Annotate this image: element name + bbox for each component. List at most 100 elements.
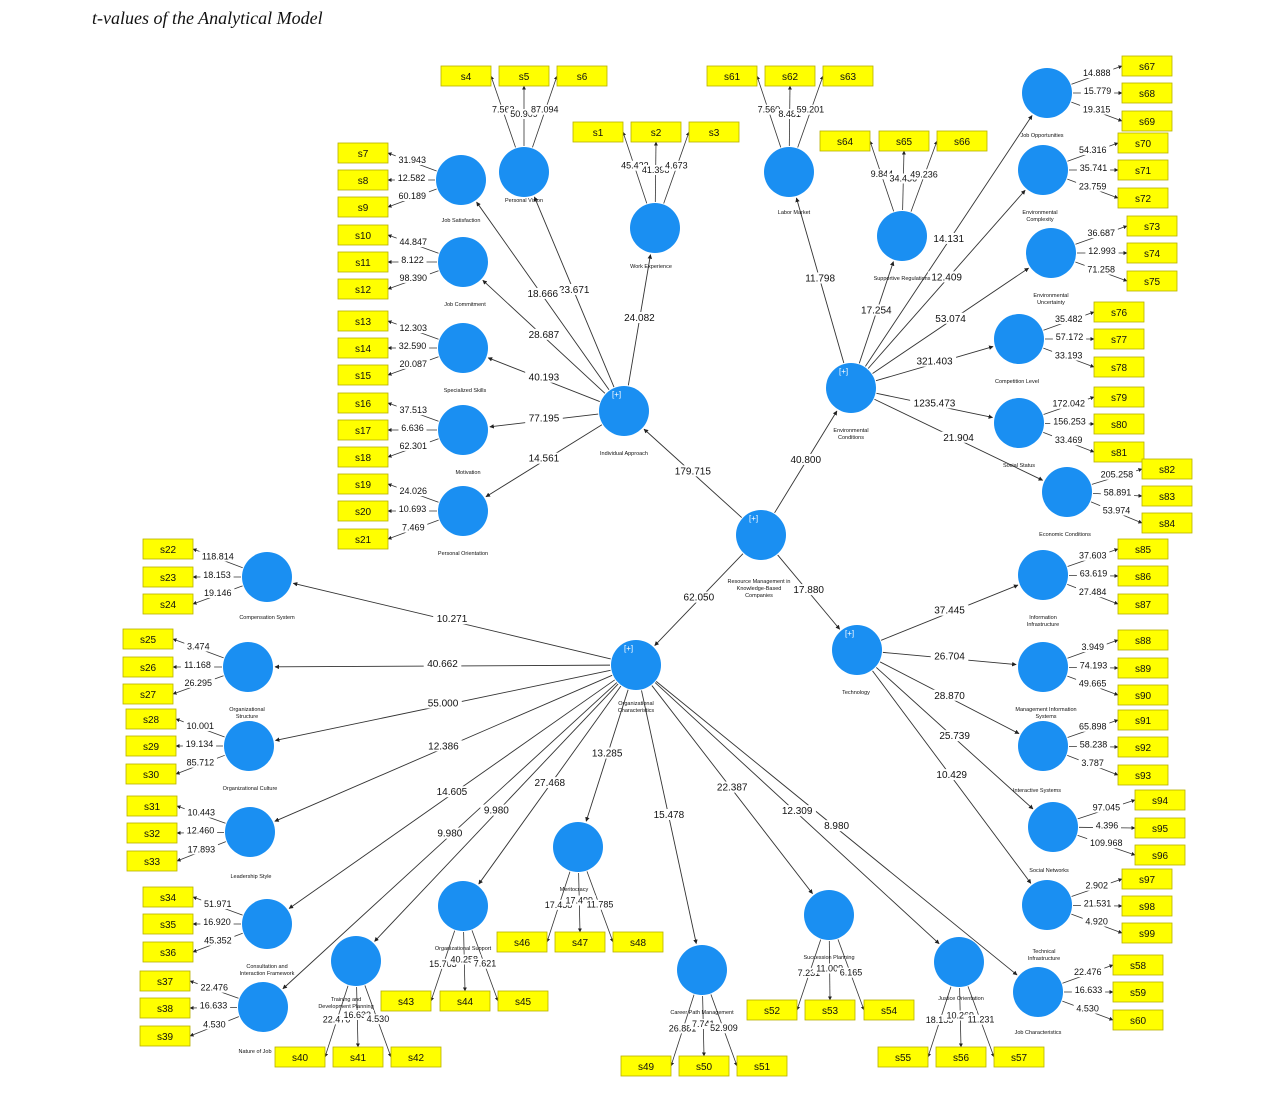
loading-value-s17: 6.636 (401, 423, 424, 433)
loading-value-s58: 22.476 (1074, 967, 1102, 977)
indicator-box-s76 (1093, 301, 1145, 323)
loading-value-s83: 58.891 (1104, 488, 1132, 498)
indicator-label-s69: s69 (1139, 117, 1156, 128)
indicator-label-s28: s28 (143, 715, 160, 726)
indicator-box-s26 (122, 656, 174, 678)
construct-label-competition-level: Competition Level (995, 379, 1039, 385)
path-t-value: 17.880 (793, 585, 824, 596)
construct-label-job-opportunities: Job Opportunities (1020, 133, 1063, 139)
indicator-box-s83 (1141, 485, 1193, 507)
loading-label-bg (507, 109, 541, 119)
construct-node-labor-market (764, 147, 814, 197)
path-label-bg (523, 287, 562, 299)
loading-value-s22: 118.814 (202, 551, 234, 561)
path-t-value: 28.870 (934, 691, 965, 702)
construct-node-career-path (677, 945, 727, 995)
loading-label-bg (886, 173, 920, 184)
path-label-bg (588, 747, 626, 759)
construct-node-compensation-system (242, 552, 292, 602)
indicator-box-s25 (122, 628, 174, 650)
indicator-label-s25: s25 (140, 635, 157, 646)
loading-label-bg (396, 486, 430, 497)
loading-value-s14: 32.590 (399, 341, 427, 351)
figure-title: t-values of the Analytical Model (92, 8, 323, 28)
indicator-box-s91 (1117, 709, 1169, 731)
loading-label-bg (396, 272, 430, 283)
indicator-label-s23: s23 (160, 573, 177, 584)
construct-node-work-experience (630, 203, 680, 253)
loading-label-bg (562, 895, 596, 906)
loading-value-s70: 54.316 (1079, 145, 1107, 155)
indicator-box-s23 (142, 566, 194, 588)
loading-value-s62: 8.481 (778, 109, 801, 119)
indicator-label-s10: s10 (355, 231, 372, 242)
loading-value-s66: 49.236 (910, 169, 938, 179)
loading-label-bg (541, 899, 576, 910)
indicator-box-s38 (139, 997, 191, 1019)
indicator-label-s40: s40 (292, 1053, 309, 1064)
indicator-box-s80 (1093, 413, 1145, 435)
path-label-bg (525, 452, 563, 464)
indicator-label-s1: s1 (593, 128, 604, 139)
loading-label-bg (200, 917, 234, 927)
loading-label-bg (1076, 660, 1111, 671)
indicator-box-s20 (337, 500, 389, 522)
construct-label-environmental-complexity: Complexity (1026, 217, 1053, 223)
path-t-value: 8.980 (824, 821, 849, 832)
loading-value-s33: 17.893 (188, 844, 216, 854)
loading-value-s81: 33.469 (1055, 435, 1083, 445)
construct-node-succession (804, 890, 854, 940)
indicator-label-s36: s36 (160, 948, 177, 959)
indicator-label-s6: s6 (577, 72, 588, 83)
indicator-box-s14 (337, 337, 389, 359)
indicator-box-s97 (1121, 868, 1173, 890)
loading-value-s24: 19.146 (204, 588, 232, 598)
loading-value-s77: 57.172 (1056, 332, 1084, 342)
path-label-bg (786, 453, 825, 465)
construct-label-consultation: Consultation and (246, 964, 287, 970)
loading-value-s75: 71.258 (1087, 264, 1115, 274)
indicator-box-s21 (337, 528, 389, 550)
path-t-value: 14.605 (437, 787, 468, 798)
indicator-label-s16: s16 (355, 399, 372, 410)
loading-value-s50: 7.741 (692, 1019, 715, 1029)
loading-label-bg (1076, 181, 1110, 192)
path-label-bg (930, 650, 969, 662)
indicator-box-s44 (439, 990, 491, 1012)
indicator-box-s81 (1093, 441, 1145, 463)
loading-label-bg (1080, 86, 1115, 96)
indicator-label-s15: s15 (355, 371, 372, 382)
construct-label-economic-conditions: Economic Conditions (1039, 532, 1091, 538)
loading-value-s15: 20.087 (400, 359, 428, 369)
construct-node-environmental-complexity (1018, 145, 1068, 195)
loading-label-bg (689, 1018, 718, 1029)
loading-label-bg (201, 899, 235, 910)
indicator-label-s14: s14 (355, 344, 372, 355)
path-t-value: 12.386 (428, 741, 459, 752)
indicator-label-s30: s30 (143, 770, 160, 781)
loading-value-s21: 7.469 (402, 523, 425, 533)
construct-label-information-infrastructure: Infrastructure (1027, 622, 1059, 628)
construct-label-succession: Succession Planning (803, 955, 854, 961)
loading-value-s41: 16.633 (344, 1010, 372, 1020)
construct-node-organizational-culture (224, 721, 274, 771)
loading-label-bg (198, 551, 238, 562)
construct-label-technical-infrastructure: Technical (1033, 949, 1056, 955)
path-t-value: 40.662 (427, 659, 458, 670)
path-label-bg (433, 827, 466, 839)
loading-label-bg (396, 358, 430, 369)
construct-node-org (611, 640, 661, 690)
construct-label-compensation-system: Compensation System (239, 615, 295, 621)
indicator-label-s78: s78 (1111, 363, 1128, 374)
indicator-label-s11: s11 (355, 258, 371, 269)
indicator-label-s79: s79 (1111, 393, 1128, 404)
loading-value-s95: 4.396 (1096, 821, 1119, 831)
loading-value-s74: 12.993 (1088, 246, 1116, 256)
indicator-label-s83: s83 (1159, 492, 1176, 503)
loading-label-bg (184, 641, 213, 652)
indicator-box-s28 (125, 708, 177, 730)
path-t-value: 1235.473 (914, 398, 956, 409)
indicator-box-s33 (126, 850, 178, 872)
construct-node-specialized-skills (438, 323, 488, 373)
